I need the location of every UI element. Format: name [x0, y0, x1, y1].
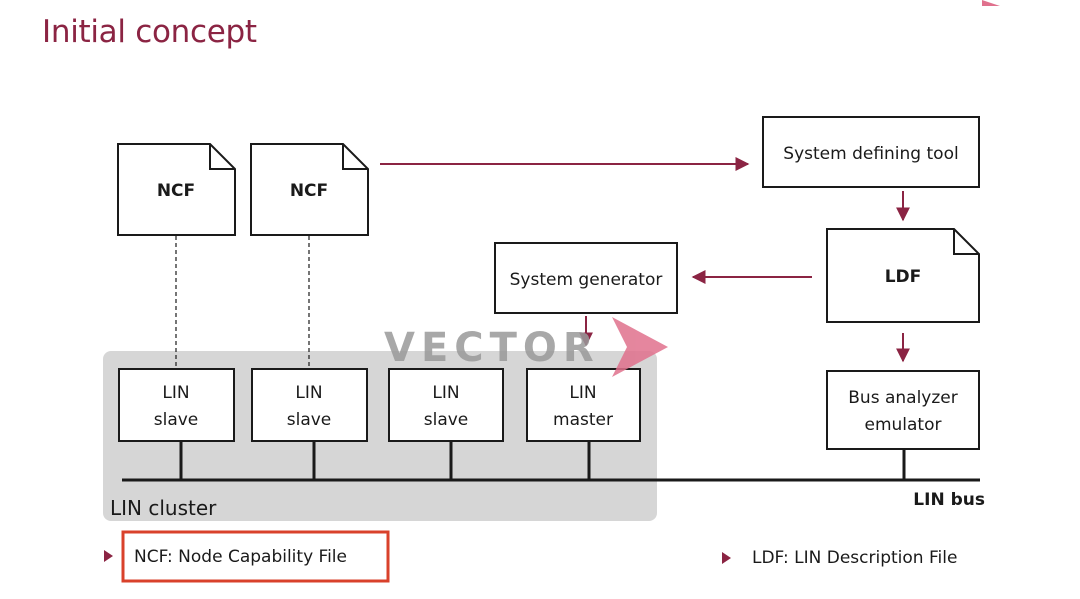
- vector-watermark: VECTOR: [384, 317, 668, 377]
- ldf-label: LDF: [885, 267, 922, 287]
- lin-node-slave-2: LIN slave: [251, 368, 368, 442]
- lin-bus-label: LIN bus: [913, 490, 985, 510]
- bus-analyzer-line2: emulator: [865, 415, 942, 435]
- bus-analyzer-emulator-box: [826, 370, 980, 450]
- node-line2: slave: [424, 410, 469, 430]
- node-line1: LIN: [295, 383, 322, 403]
- lin-node-master: LIN master: [526, 368, 641, 442]
- legend-ldf: LDF: LIN Description File: [752, 548, 957, 568]
- lin-node-slave-3: LIN slave: [388, 368, 504, 442]
- node-line1: LIN: [569, 383, 596, 403]
- node-line1: LIN: [162, 383, 189, 403]
- watermark-text: VECTOR: [384, 325, 600, 371]
- slide-title: Initial concept: [42, 14, 257, 50]
- lin-cluster-label: LIN cluster: [110, 496, 217, 520]
- lin-node-slave-1: LIN slave: [118, 368, 235, 442]
- ncf-legend-highlight: [121, 530, 390, 583]
- watermark-chevron-icon: [612, 317, 668, 377]
- ncf-document-1: NCF: [117, 143, 236, 236]
- system-generator-box: [494, 242, 678, 314]
- corner-logo-fragment: [982, 0, 1000, 6]
- node-line2: slave: [287, 410, 332, 430]
- bus-analyzer-line1: Bus analyzer: [848, 388, 957, 408]
- node-line1: LIN: [432, 383, 459, 403]
- ncf-label: NCF: [290, 181, 328, 201]
- legend-bullet-icon: [104, 550, 113, 562]
- system-defining-tool-box: [762, 116, 980, 188]
- system-generator-label: System generator: [510, 270, 663, 290]
- legend-bullet-icon: [722, 552, 731, 564]
- ncf-document-2: NCF: [250, 143, 369, 236]
- legend-ncf: NCF: Node Capability File: [134, 547, 347, 567]
- node-line2: slave: [154, 410, 199, 430]
- system-defining-tool-label: System defining tool: [783, 144, 958, 164]
- node-line2: master: [553, 410, 613, 430]
- ncf-label: NCF: [157, 181, 195, 201]
- ldf-document: LDF: [826, 228, 980, 323]
